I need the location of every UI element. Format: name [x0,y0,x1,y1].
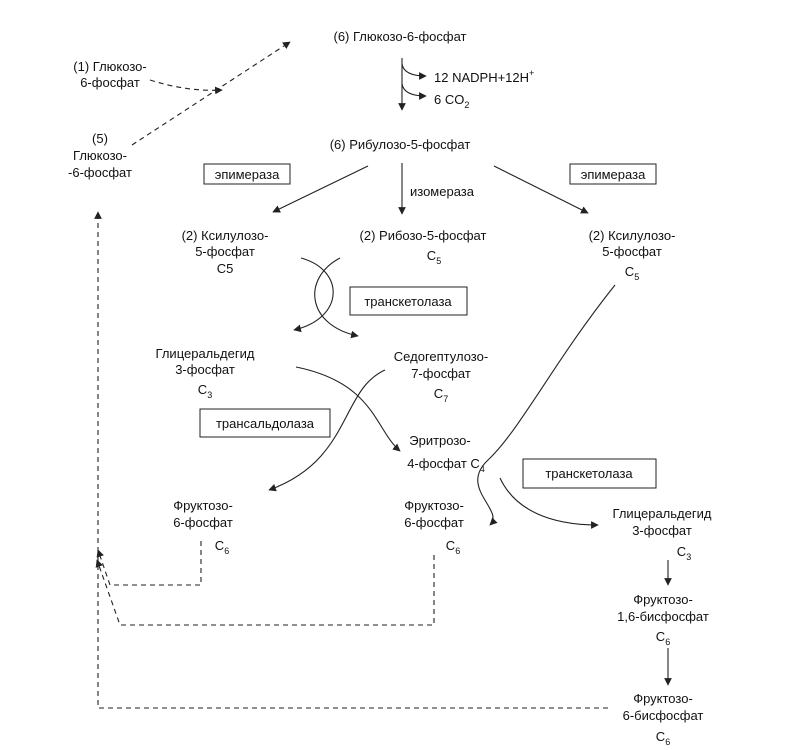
fructose-1-6-bisphosphate-line2: 1,6-бисфосфат [617,609,709,624]
nadph-text: 12 NADPH+12H [434,70,529,85]
erythrose-text: 4-фосфат C [407,456,480,471]
glyceraldehyde-left-line1: Глицеральдегид [156,346,255,361]
sedoheptulose-line2: 7-фосфат [411,366,471,381]
dashed-arrow-glucose-1 [149,79,223,95]
sedoheptulose-carbon: C7 [434,386,448,404]
sedoheptulose-c-sub: 7 [443,394,448,404]
dashed-arrow-glucose-5-to-top [131,41,291,146]
ribose-c: C [427,248,436,263]
transaldolase-box: трансальдолаза [199,408,331,438]
epimerase-right-label: эпимераза [581,167,646,182]
transaldolase-label: трансальдолаза [216,416,315,431]
arrow-epimerase-left [272,165,369,213]
epimerase-right-box: эпимераза [569,163,657,185]
ribose-c-sub: 5 [436,256,441,266]
dashed-return-main [94,211,608,709]
xylulose-right-carbon: C5 [625,264,639,282]
xylulose-right-line1: (2) Ксилулозо- [589,228,676,243]
ribose-carbon: C5 [427,248,441,266]
sedoheptulose-c: C [434,386,443,401]
fructose-6p-mid-carbon: C6 [446,538,460,556]
fructose-6-bisphosphate-line2: 6-бисфосфат [623,708,704,723]
fructose-6-bisphosphate-c: C [656,729,665,744]
epimerase-left-label: эпимераза [215,167,280,182]
glyceraldehyde-right-line1: Глицеральдегид [613,506,712,521]
arrow-transaldolase-to-fructose [268,369,386,492]
erythrose-line2: 4-фосфат C4 [407,456,485,474]
xylulose-right-line2: 5-фосфат [602,244,662,259]
arrow-transaldolase-to-erythrose [295,366,401,452]
glyceraldehyde-left-carbon: C3 [198,382,212,400]
erythrose-line1: Эритрозо- [409,433,470,448]
fructose-6-bisphosphate-carbon: C6 [656,729,670,747]
glyceraldehyde-right-c-sub: 3 [686,552,691,562]
erythrose-c-sub: 4 [480,464,485,474]
arrow-erythrose-to-glyceraldehyde [499,477,599,529]
fructose-1-6-bisphosphate-c: C [656,629,665,644]
ribose-5-phosphate: (2) Рибозо-5-фосфат [360,228,487,243]
glucose-6-phosphate-1-line1: (1) Глюкозо- [73,59,146,74]
fructose-6p-mid-c: C [446,538,455,553]
arrow-xylulose-to-fructose-mid [477,284,616,526]
arrow-to-nadph [401,63,427,80]
xylulose-left-line1: (2) Ксилулозо- [182,228,269,243]
fructose-1-6-bisphosphate-line1: Фруктозо- [633,592,693,607]
glucose-6-phosphate-1-line2: 6-фосфат [80,75,140,90]
arrow-epimerase-right [493,165,589,214]
glyceraldehyde-right-carbon: C3 [677,544,691,562]
fructose-6p-left-line2: 6-фосфат [173,515,233,530]
xylulose-left-carbon: C5 [217,261,234,276]
fructose-1-6-bisphosphate-carbon: C6 [656,629,670,647]
co2-label: 6 CO2 [434,92,469,110]
dashed-return-fructose-left [96,541,202,586]
co2-text: 6 CO [434,92,464,107]
arrow-transketolase-to-glyceraldehyde [293,257,334,333]
nadph-label: 12 NADPH+12H+ [434,68,534,85]
glyceraldehyde-left-c-sub: 3 [207,390,212,400]
co2-subscript: 2 [464,100,469,110]
fructose-6p-mid-line2: 6-фосфат [404,515,464,530]
arrow-transketolase-to-sedoheptulose [314,257,359,339]
glyceraldehyde-left-line2: 3-фосфат [175,362,235,377]
dashed-return-fructose-mid [95,555,435,626]
fructose-6p-left-line1: Фруктозо- [173,498,233,513]
transketolase-lower-box: транскетолаза [522,458,657,489]
glyceraldehyde-left-c: C [198,382,207,397]
fructose-6p-mid-c-sub: 6 [455,546,460,556]
glyceraldehyde-right-line2: 3-фосфат [632,523,692,538]
glyceraldehyde-right-c: C [677,544,686,559]
xylulose-right-c: C [625,264,634,279]
arrow-to-co2 [401,83,427,100]
fructose-6-bisphosphate-line1: Фруктозо- [633,691,693,706]
fructose-6p-left-carbon: C6 [215,538,229,556]
fructose-6p-mid-line1: Фруктозо- [404,498,464,513]
sedoheptulose-line1: Седогептулозо- [394,349,488,364]
transketolase-upper-label: транскетолаза [364,294,452,309]
ribulose-5-phosphate: (6) Рибулозо-5-фосфат [330,137,471,152]
transketolase-upper-box: транскетолаза [349,286,468,316]
glucose-6-phosphate-5-line1: (5) [92,131,108,146]
glucose-6-phosphate-5-line3: -6-фосфат [68,165,132,180]
nadph-superscript: + [529,68,534,78]
fructose-6p-left-c-sub: 6 [224,546,229,556]
fructose-1-6-bisphosphate-c-sub: 6 [665,637,670,647]
transketolase-lower-label: транскетолаза [545,466,633,481]
glucose-6-phosphate-top: (6) Глюкозо-6-фосфат [333,29,466,44]
fructose-6-bisphosphate-c-sub: 6 [665,737,670,747]
isomerase-label: изомераза [410,184,475,199]
fructose-6p-left-c: C [215,538,224,553]
xylulose-right-c-sub: 5 [634,272,639,282]
epimerase-left-box: эпимераза [203,163,291,185]
glucose-6-phosphate-5-line2: Глюкозо- [73,148,127,163]
xylulose-left-line2: 5-фосфат [195,244,255,259]
